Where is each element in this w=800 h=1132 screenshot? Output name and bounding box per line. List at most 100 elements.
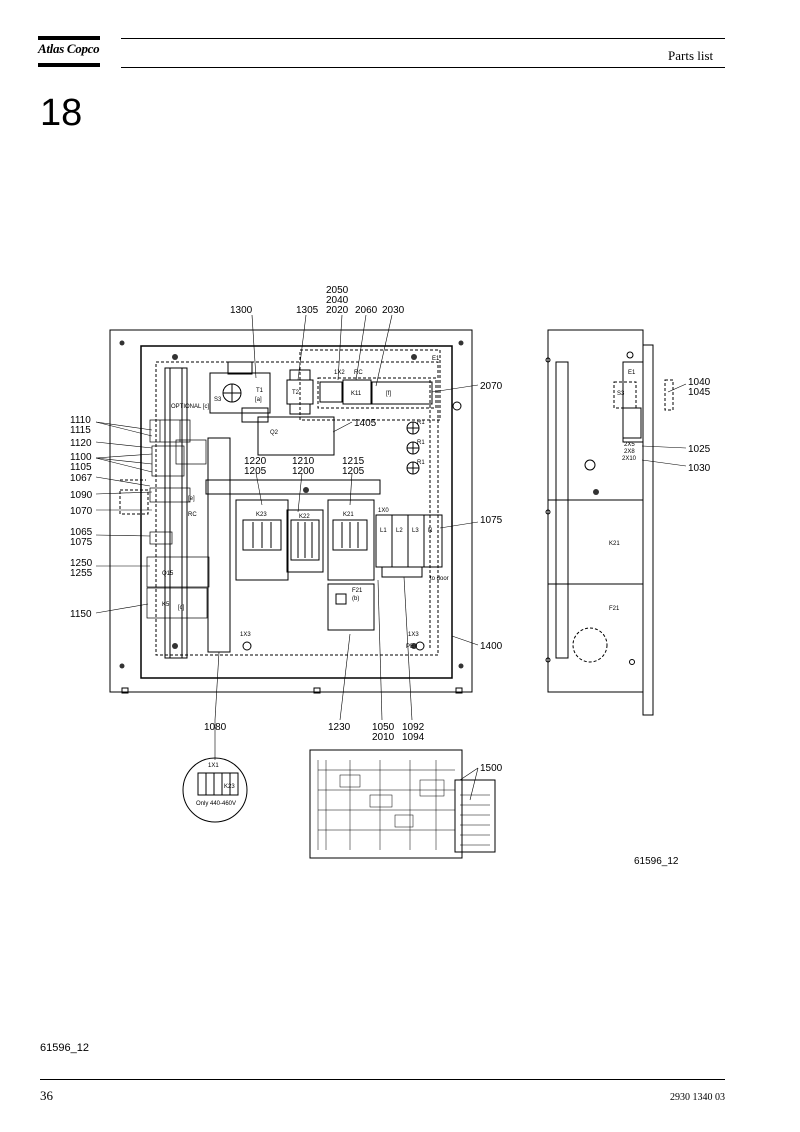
callout-1215: 1215: [342, 456, 365, 467]
callout-1025: 1025: [688, 444, 711, 455]
label-q2: Q2: [270, 430, 279, 436]
callout-1200: 1200: [292, 466, 315, 477]
callout-1050: 1050: [372, 722, 395, 733]
label-l2: L2: [396, 528, 403, 534]
figure-reference: 61596_12: [634, 856, 679, 867]
cabinet-side-view: [547, 329, 644, 693]
label-side-e1: E1: [628, 370, 636, 376]
chapter-number: 18: [40, 92, 83, 134]
callout-1400: 1400: [480, 641, 503, 652]
label-side-k21: K21: [609, 541, 620, 547]
transformer-t1: [209, 372, 271, 414]
callout-1090: 1090: [70, 490, 93, 501]
callout-1255: 1255: [70, 568, 93, 579]
label-t1-sub: [a]: [255, 397, 262, 403]
callout-1110: 1110: [70, 415, 91, 426]
label-s3: S3: [214, 397, 222, 403]
label-l3: L3: [412, 528, 419, 534]
k11-relay: [342, 379, 372, 405]
callout-1105: 1105: [70, 462, 92, 473]
label-optional: OPTIONAL [c]: [171, 404, 209, 410]
label-k21: K21: [343, 512, 354, 518]
callout-1120: 1120: [70, 438, 92, 449]
label-q15: Q15: [162, 571, 174, 577]
header-rule-bottom: [121, 67, 725, 68]
label-n: N: [428, 528, 432, 534]
callout-1305: 1305: [296, 305, 319, 316]
label-f21-sub: (b): [352, 596, 359, 602]
callout-2070: 2070: [480, 381, 503, 392]
label-e-bracket: [e]: [188, 496, 195, 502]
label-r1-b: R1: [417, 440, 425, 446]
cabinet-outer-frame: [109, 329, 473, 693]
label-c-bracket: [c]: [178, 605, 185, 611]
label-pe: PE: [406, 644, 414, 650]
callout-1094: 1094: [402, 732, 425, 743]
document-number: 2930 1340 03: [670, 1092, 725, 1103]
label-1x0: 1X0: [378, 508, 389, 514]
callout-2040: 2040: [326, 295, 349, 306]
callout-1092: 1092: [402, 722, 425, 733]
label-to-door: to door: [430, 576, 449, 582]
label-2x10: 2X10: [622, 456, 637, 462]
label-1x3-right: 1X3: [408, 632, 419, 638]
vertical-cable-duct: [207, 437, 231, 653]
callout-1230: 1230: [328, 722, 351, 733]
contactor-k21: [327, 499, 375, 581]
callout-1205b: 1205: [342, 466, 365, 477]
logo-top-bar: [38, 36, 100, 40]
callout-1220: 1220: [244, 456, 267, 467]
label-1x3-left: 1X3: [240, 632, 251, 638]
callout-2060: 2060: [355, 305, 378, 316]
label-2x8: 2X8: [624, 449, 635, 455]
logo-bottom-bar: [38, 63, 100, 67]
callout-1250: 1250: [70, 558, 93, 569]
label-side-f21: F21: [609, 606, 620, 612]
footer-figure-reference: 61596_12: [40, 1042, 89, 1054]
label-detail-k23: K23: [224, 784, 235, 790]
circuit-diagram-sheet: [309, 749, 463, 859]
detail-1x1-k23: [182, 757, 248, 823]
wiring-duct-outline: [155, 361, 439, 656]
callout-2030: 2030: [382, 305, 405, 316]
contactor-k22: [286, 509, 324, 573]
label-1x1: 1X1: [208, 763, 219, 769]
callout-1205a: 1205: [244, 466, 267, 477]
callout-1115: 1115: [70, 425, 91, 436]
label-f-bracket: [f]: [386, 391, 391, 397]
contactor-k23: [235, 499, 289, 581]
callout-2050: 2050: [326, 285, 349, 296]
atlas-copco-logo: Atlas Copco: [38, 36, 100, 68]
callout-1075b: 1075: [70, 537, 93, 548]
callout-1405: 1405: [354, 418, 377, 429]
label-t1: T1: [256, 388, 264, 394]
label-f21: F21: [352, 588, 363, 594]
terminal-strip-1x0: [375, 514, 443, 568]
callout-1150: 1150: [70, 609, 92, 620]
callout-2020: 2020: [326, 305, 349, 316]
label-t2: T2: [292, 390, 300, 396]
callout-1300: 1300: [230, 305, 253, 316]
diagram-legend-sheet: [454, 779, 496, 853]
vertical-din-rail: [164, 367, 188, 659]
k5-relay: [146, 587, 208, 619]
callout-2010: 2010: [372, 732, 395, 743]
q2-main-switch: [257, 416, 335, 456]
callout-1080: 1080: [204, 722, 227, 733]
callout-1210: 1210: [292, 456, 315, 467]
mounting-plate: [140, 345, 453, 679]
footer-rule: [40, 1079, 725, 1080]
label-k22: K22: [299, 514, 310, 520]
label-k23: K23: [256, 512, 267, 518]
label-r1-c: R1: [417, 460, 425, 466]
overload-relay-f21: [327, 583, 375, 631]
header-rule-top: [121, 38, 725, 39]
label-r1-a: R1: [417, 420, 425, 426]
page-number: 36: [40, 1088, 53, 1103]
label-l1: L1: [380, 528, 387, 534]
callout-1067: 1067: [70, 473, 93, 484]
callout-1040: 1040: [688, 377, 711, 388]
callout-1075a: 1075: [480, 515, 503, 526]
callout-1045: 1045: [688, 387, 711, 398]
